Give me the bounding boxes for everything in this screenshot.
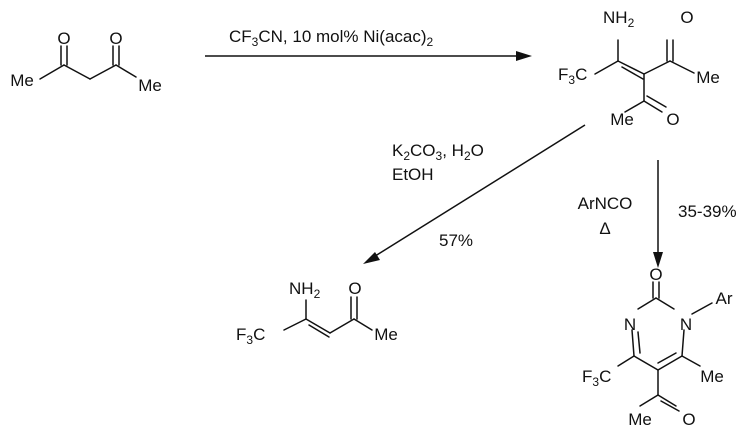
deacetylated-product-structure: NH2 O F3C Me xyxy=(236,279,398,347)
atom-label: O xyxy=(57,29,70,48)
bond xyxy=(643,100,663,113)
pyrimidinone-product-structure: O N N Ar F3C Me Me O xyxy=(582,265,733,429)
amine-label: NH2 xyxy=(603,8,635,30)
bond xyxy=(691,302,713,315)
bond xyxy=(655,297,675,310)
arrow-head xyxy=(516,51,532,61)
atom-label: N xyxy=(680,315,692,334)
atom-label: Me xyxy=(696,68,720,87)
atom-label: O xyxy=(109,29,122,48)
bond xyxy=(669,60,695,74)
amine-label: NH2 xyxy=(289,279,321,301)
trifluoromethyl-label: F3C xyxy=(582,367,611,389)
bond xyxy=(637,331,641,354)
bond xyxy=(624,100,645,113)
step1-conditions: CF3CN, 10 mol% Ni(acac)2 xyxy=(229,27,434,49)
reaction-arrow-step2 xyxy=(363,124,586,264)
bond xyxy=(631,329,635,357)
step3-heat-symbol: Δ xyxy=(599,219,610,238)
atom-label: Me xyxy=(628,410,652,429)
bond xyxy=(617,60,645,75)
atom-label: Me xyxy=(610,110,634,129)
bond xyxy=(657,352,677,364)
bond xyxy=(283,318,307,331)
bond xyxy=(594,60,619,75)
bond xyxy=(633,355,659,371)
bond xyxy=(353,318,373,331)
bond xyxy=(657,394,677,407)
enaminone-intermediate-structure: NH2 F3C O Me Me O xyxy=(558,8,720,129)
atom-label: Me xyxy=(374,325,398,344)
trifluoromethyl-label: F3C xyxy=(558,65,587,87)
acetylacetone-structure: O O Me Me xyxy=(10,29,162,95)
bond xyxy=(621,66,644,80)
bond xyxy=(63,64,91,80)
bond xyxy=(643,60,671,75)
step2-yield: 57% xyxy=(439,231,473,250)
step2-conditions-line2: EtOH xyxy=(392,165,434,184)
bond xyxy=(115,64,137,78)
bond xyxy=(660,400,680,412)
bond xyxy=(89,64,117,80)
bond xyxy=(681,355,701,367)
reaction-arrow-step1 xyxy=(205,51,532,61)
arrow-shaft xyxy=(371,124,586,259)
step2-conditions-line1: K2CO3, H2O xyxy=(392,141,484,163)
bond xyxy=(305,318,331,334)
bond xyxy=(637,297,657,310)
bond xyxy=(329,318,355,334)
step3-reagent: ArNCO xyxy=(578,194,633,213)
bond xyxy=(39,64,65,80)
atom-label: Me xyxy=(700,367,724,386)
reaction-arrow-step3 xyxy=(653,160,663,268)
arrow-head xyxy=(363,252,380,264)
bond xyxy=(617,355,635,367)
bond xyxy=(657,355,683,371)
bond xyxy=(308,324,330,338)
atom-label: Me xyxy=(10,71,34,90)
atom-label: O xyxy=(649,265,662,284)
bond xyxy=(681,329,685,357)
atom-label: N xyxy=(624,315,636,334)
aryl-label: Ar xyxy=(716,289,733,308)
atom-label: O xyxy=(666,110,679,129)
step3-yield: 35-39% xyxy=(678,202,737,221)
trifluoromethyl-label: F3C xyxy=(236,325,265,347)
arrow-head xyxy=(653,252,663,268)
bond xyxy=(639,394,659,407)
atom-label: Me xyxy=(138,76,162,95)
atom-label: O xyxy=(682,410,695,429)
bond xyxy=(646,95,667,108)
atom-label: O xyxy=(680,8,693,27)
atom-label: O xyxy=(348,279,361,298)
